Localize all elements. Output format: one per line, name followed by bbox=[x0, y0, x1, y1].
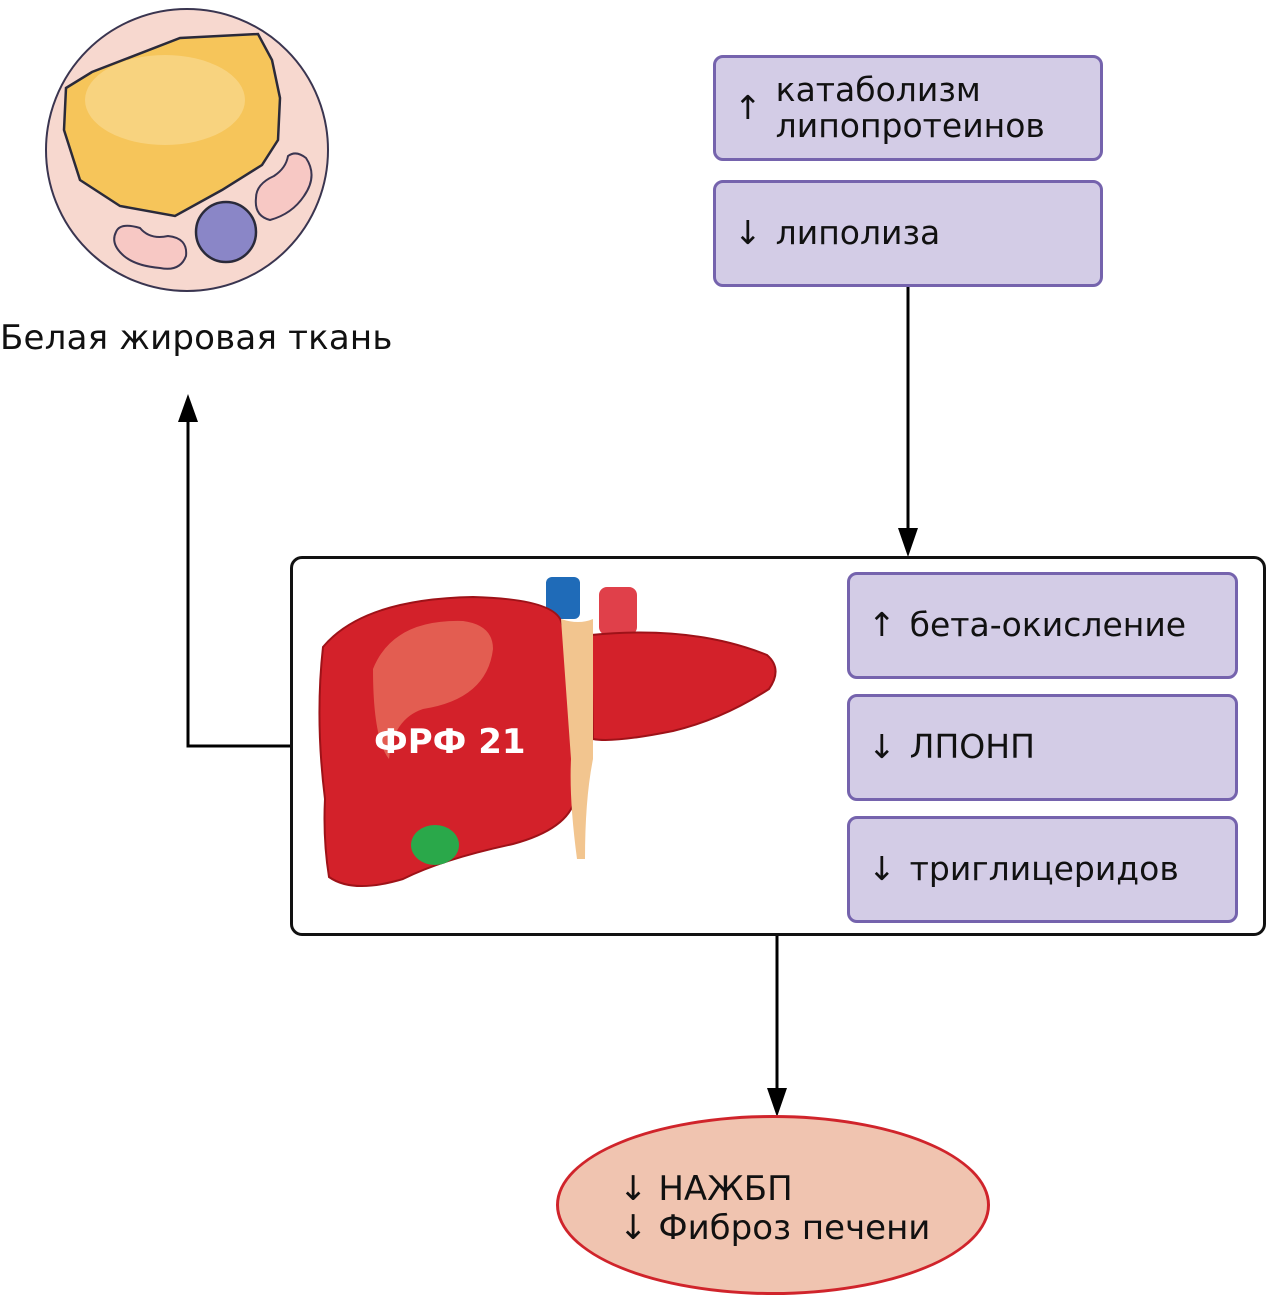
effect-text: триглицеридов bbox=[909, 849, 1179, 889]
effect-box-lipoprotein-catabolism: ↑ катаболизм липопротеинов bbox=[713, 55, 1103, 161]
down-arrow-icon: ↓ bbox=[868, 849, 896, 889]
effect-text: липолиза bbox=[775, 213, 941, 253]
effect-text: ЛПОНП bbox=[909, 727, 1035, 767]
effect-text: катаболизм липопротеинов bbox=[775, 69, 1045, 145]
down-arrow-icon: ↓ bbox=[868, 727, 896, 767]
liver-icon bbox=[318, 577, 777, 888]
outcome-line-nafld: ↓ НАЖБП bbox=[619, 1169, 930, 1209]
arrow-liver-to-adipose bbox=[178, 394, 291, 748]
arrow-lipolysis-to-liver bbox=[898, 287, 918, 557]
effect-box-vldl: ↓ ЛПОНП bbox=[847, 694, 1238, 801]
fgf21-label: ФРФ 21 bbox=[374, 722, 526, 762]
up-arrow-icon: ↑ bbox=[868, 605, 896, 645]
outcome-text: Фиброз печени bbox=[658, 1208, 931, 1249]
outcome-ellipse: ↓ НАЖБП ↓ Фиброз печени bbox=[556, 1115, 990, 1295]
outcome-line-fibrosis: ↓ Фиброз печени bbox=[619, 1209, 930, 1248]
effect-box-lipolysis: ↓ липолиза bbox=[713, 180, 1103, 287]
up-arrow-icon: ↑ bbox=[734, 87, 762, 127]
outcome-text: НАЖБП bbox=[658, 1169, 793, 1209]
down-arrow-icon: ↓ bbox=[734, 213, 762, 253]
effect-box-beta-oxidation: ↑ бета-окисление bbox=[847, 572, 1238, 679]
down-arrow-icon: ↓ bbox=[619, 1169, 648, 1209]
arrow-liver-to-outcome bbox=[767, 936, 787, 1117]
effect-text: бета-окисление bbox=[909, 605, 1187, 645]
down-arrow-icon: ↓ bbox=[619, 1208, 648, 1249]
adipose-tissue-label: Белая жировая ткань bbox=[0, 318, 393, 358]
white-adipocyte-icon bbox=[45, 8, 329, 292]
effect-box-triglycerides: ↓ триглицеридов bbox=[847, 816, 1238, 923]
